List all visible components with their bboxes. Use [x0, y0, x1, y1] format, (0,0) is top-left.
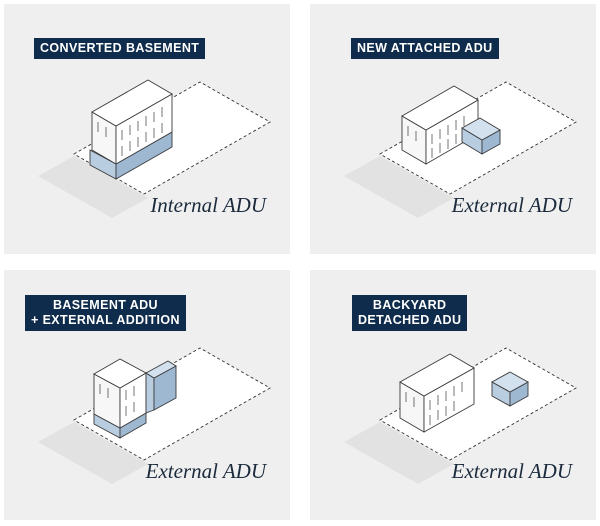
external-addition-front — [145, 372, 155, 414]
property-lot — [379, 347, 577, 461]
panel-converted-basement: CONVERTED BASEMENT Internal ADU — [4, 4, 290, 254]
house-roof — [91, 79, 173, 127]
tag-line: BACKYARD — [372, 298, 447, 312]
adu-type-tag: CONVERTED BASEMENT — [34, 38, 206, 59]
house-windows — [99, 384, 135, 416]
panel-basement-adu-external-addition: BASEMENT ADU + EXTERNAL ADDITION Externa… — [4, 270, 290, 520]
sidewalk — [38, 422, 148, 484]
adu-type-tag: NEW ATTACHED ADU — [351, 38, 499, 59]
illustration-basement-adu-external-addition — [38, 347, 271, 484]
adu-type-tag: BASEMENT ADU + EXTERNAL ADDITION — [25, 295, 186, 331]
tag-line: CONVERTED BASEMENT — [40, 41, 200, 55]
house-roof — [401, 85, 479, 131]
house-windows — [405, 382, 463, 425]
illustration-new-attached-adu — [344, 81, 577, 218]
external-addition-roof — [145, 360, 177, 379]
adu-caption: Internal ADU — [150, 193, 266, 217]
tag-line: DETACHED ADU — [358, 313, 462, 327]
illustration-backyard-detached-adu — [344, 347, 577, 484]
adu-type-tag: BACKYARD DETACHED ADU — [352, 295, 468, 331]
sidewalk — [38, 156, 148, 218]
detached-adu-roof — [491, 371, 529, 393]
adu-caption: External ADU — [451, 193, 572, 217]
sidewalk — [344, 422, 454, 484]
panel-backyard-detached-adu: BACKYARD DETACHED ADU External ADU — [310, 270, 596, 520]
sidewalk — [344, 156, 454, 218]
tag-line: + EXTERNAL ADDITION — [31, 313, 180, 327]
house-windows — [407, 116, 465, 158]
adu-caption: External ADU — [451, 459, 572, 483]
adu-caption: External ADU — [145, 459, 266, 483]
attached-adu-roof — [461, 117, 501, 141]
house-roof — [399, 353, 475, 397]
illustration-converted-basement — [38, 79, 271, 218]
house-windows — [97, 107, 163, 156]
panel-new-attached-adu: NEW ATTACHED ADU External ADU — [310, 4, 596, 254]
tag-line: BASEMENT ADU — [52, 298, 158, 312]
tag-line: NEW ATTACHED ADU — [357, 41, 493, 55]
